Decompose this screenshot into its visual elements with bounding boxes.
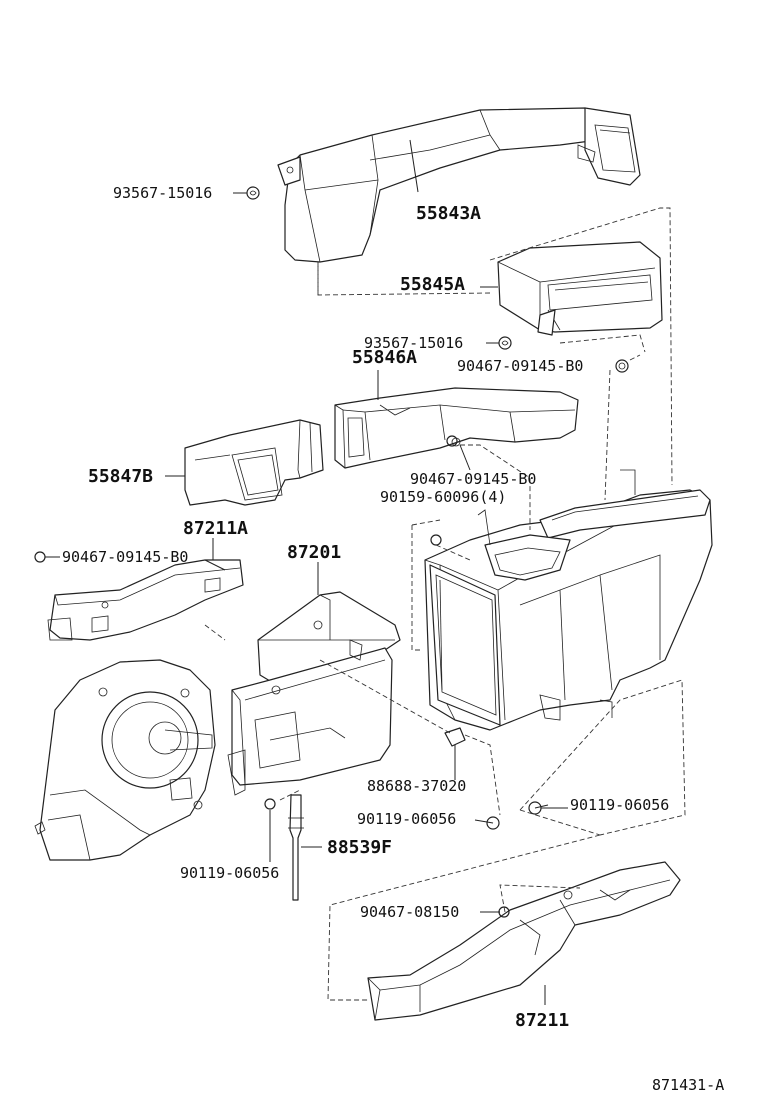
label-88539f: 88539F	[327, 837, 392, 858]
label-87201: 87201	[287, 542, 341, 563]
label-55845a: 55845A	[400, 274, 465, 295]
blower-case-drawing	[227, 591, 401, 796]
label-55843a: 55843A	[416, 203, 481, 224]
upper-duct-drawing	[277, 107, 641, 263]
label-90119-06056-left: 90119-06056	[180, 864, 279, 882]
label-90467-09145-b0-left: 90467-09145-B0	[62, 548, 188, 566]
diagram-id: 871431-A	[652, 1076, 724, 1094]
rear-duct-drawing	[367, 861, 681, 1021]
label-87211: 87211	[515, 1010, 569, 1031]
label-87211a: 87211A	[183, 518, 248, 539]
rear-left-duct-drawing	[47, 559, 244, 641]
hose-drawing	[288, 794, 304, 901]
heater-unit-drawing	[424, 469, 713, 731]
left-duct-drawing	[184, 419, 324, 506]
label-93567-15016-mid: 93567-15016	[364, 334, 463, 352]
labels: 93567-15016 55843A 55845A 93567-15016 55…	[45, 184, 724, 1094]
leader-lines	[165, 139, 549, 1005]
label-88688-37020: 88688-37020	[367, 777, 466, 795]
assembly-lines	[204, 207, 686, 1001]
label-55847b: 55847B	[88, 466, 153, 487]
label-90119-06056-right: 90119-06056	[570, 796, 669, 814]
label-90159-60096: 90159-60096(4)	[380, 488, 506, 506]
label-90467-09145-b0-center: 90467-09145-B0	[410, 470, 536, 488]
label-93567-15016-top: 93567-15016	[113, 184, 212, 202]
outlet-duct-drawing	[497, 241, 663, 336]
label-90467-09145-b0-right: 90467-09145-B0	[457, 357, 583, 375]
label-90467-08150: 90467-08150	[360, 903, 459, 921]
label-55846a: 55846A	[352, 347, 417, 368]
blower-motor-drawing	[34, 659, 216, 861]
center-duct-drawing	[334, 387, 579, 469]
label-90119-06056-mid: 90119-06056	[357, 810, 456, 828]
